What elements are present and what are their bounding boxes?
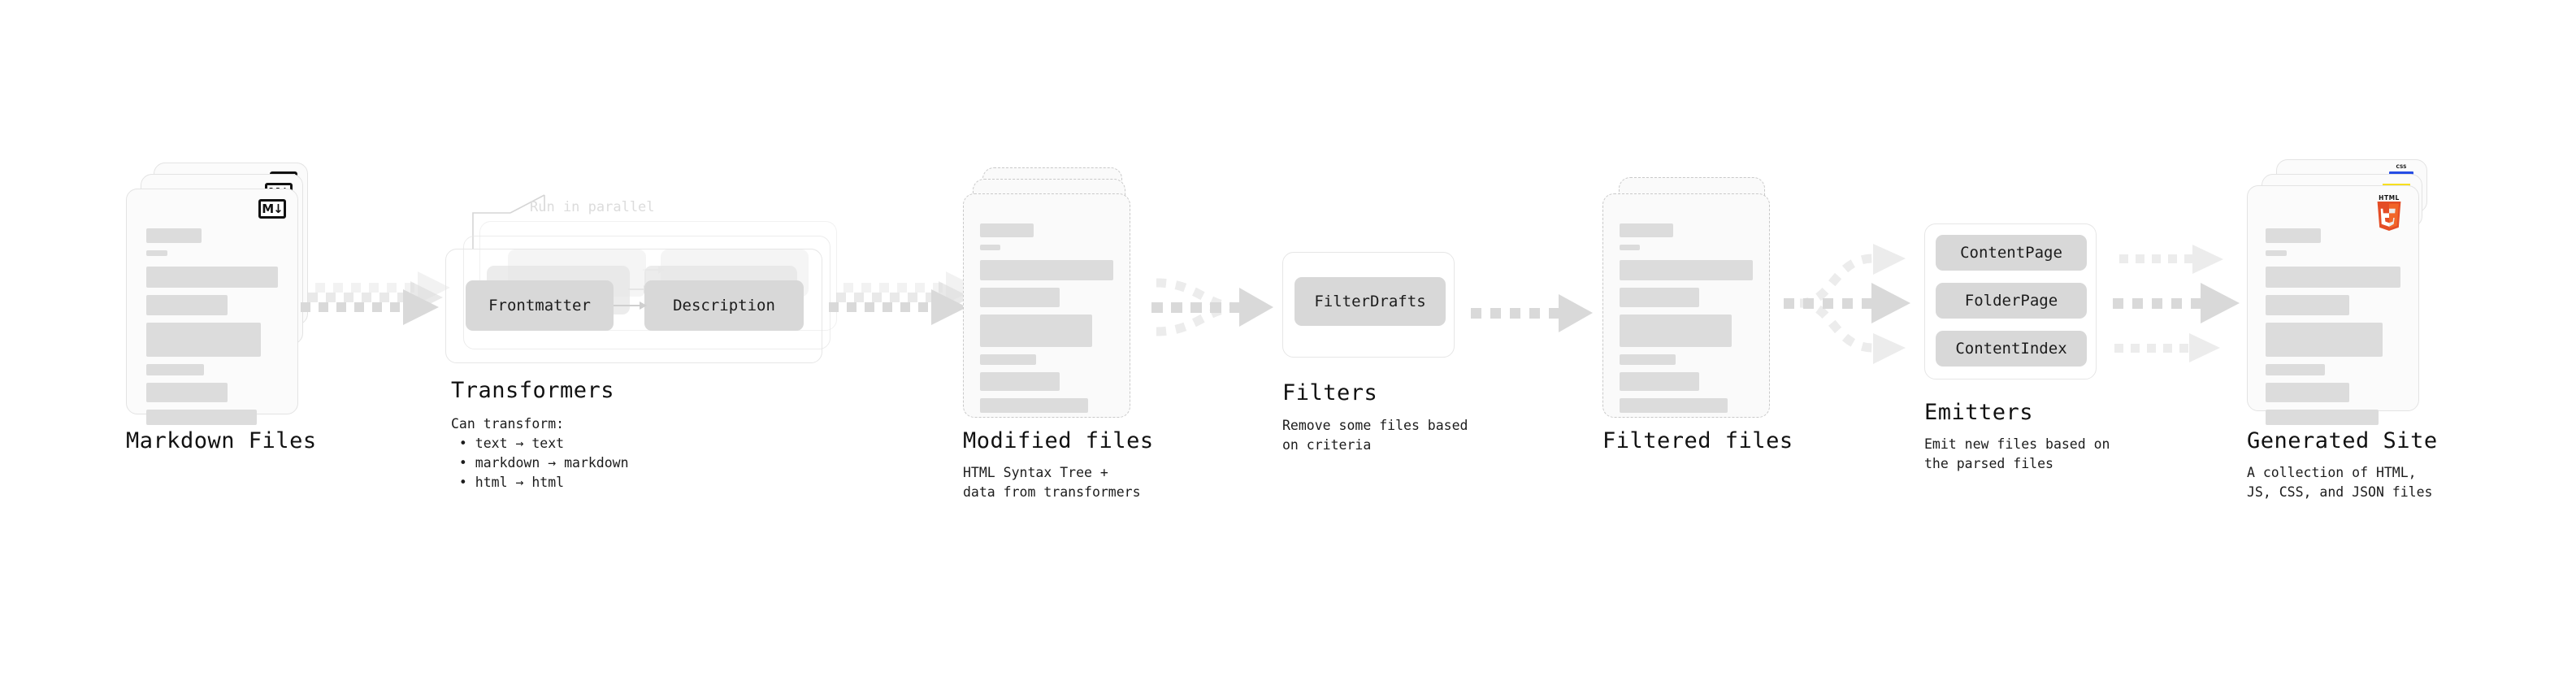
transformers-title: Transformers — [451, 378, 615, 403]
run-in-parallel-label: Run in parallel — [530, 199, 655, 215]
modified-card-front — [963, 193, 1130, 418]
arrow-modified-to-filters — [1151, 278, 1273, 336]
generated-site-subtitle: A collection of HTML, JS, CSS, and JSON … — [2247, 465, 2433, 500]
transformer-inner-arrow — [614, 301, 647, 310]
arrow-md-to-transformers — [301, 271, 450, 325]
emitters-subtitle: Emit new files based on the parsed files — [1924, 436, 2110, 471]
transformers-group: Frontmatter Description — [445, 221, 852, 363]
run-in-parallel-bracket — [472, 194, 545, 249]
transformers-subtitle: Can transform: • text → text • markdown … — [451, 416, 629, 490]
filtered-files-stack — [1602, 167, 1789, 419]
emitter-chip-contentpage[interactable]: ContentPage — [1936, 235, 2087, 271]
arrow-emitters-to-site — [2113, 245, 2240, 362]
markdown-files-title: Markdown Files — [126, 428, 317, 453]
generated-site-title: Generated Site — [2247, 428, 2438, 453]
emitters-box: ContentPage FolderPage ContentIndex — [1924, 223, 2097, 380]
filtered-card-front — [1602, 193, 1770, 418]
generated-site-stack: HTML — [2247, 159, 2450, 425]
filters-box: FilterDrafts — [1282, 252, 1455, 358]
emitter-chip-folderpage[interactable]: FolderPage — [1936, 283, 2087, 319]
modified-files-subtitle: HTML Syntax Tree + data from transformer… — [963, 465, 1141, 500]
markdown-icon: M↓ — [258, 199, 286, 219]
filter-chip-filterdrafts[interactable]: FilterDrafts — [1295, 277, 1446, 326]
filters-subtitle: Remove some files based on criteria — [1282, 418, 1468, 453]
html5-wordmark: HTML — [2379, 194, 2400, 202]
document-placeholder-lines — [146, 228, 278, 432]
transformer-chip-description[interactable]: Description — [644, 280, 804, 331]
arrow-filters-to-filtered — [1471, 294, 1593, 332]
document-placeholder-lines — [980, 223, 1113, 420]
arrow-filtered-to-emitters — [1784, 244, 1910, 364]
emitter-chip-contentindex[interactable]: ContentIndex — [1936, 331, 2087, 367]
filters-title: Filters — [1282, 380, 1378, 406]
document-placeholder-lines — [2266, 228, 2400, 432]
transformer-box-front: Frontmatter Description — [445, 249, 822, 363]
arrow-transformers-to-modified — [829, 271, 978, 325]
transformer-chip-frontmatter[interactable]: Frontmatter — [466, 280, 614, 331]
document-placeholder-lines — [1620, 223, 1753, 420]
emitters-title: Emitters — [1924, 400, 2034, 425]
html5-icon: HTML — [2373, 194, 2405, 232]
modified-files-stack — [963, 167, 1150, 419]
markdown-files-stack: M↓ M↓ M↓ — [126, 163, 313, 425]
modified-files-title: Modified files — [963, 428, 1154, 453]
site-card-html: HTML — [2247, 185, 2419, 425]
filtered-files-title: Filtered files — [1602, 428, 1793, 453]
markdown-card-front: M↓ — [126, 189, 298, 425]
